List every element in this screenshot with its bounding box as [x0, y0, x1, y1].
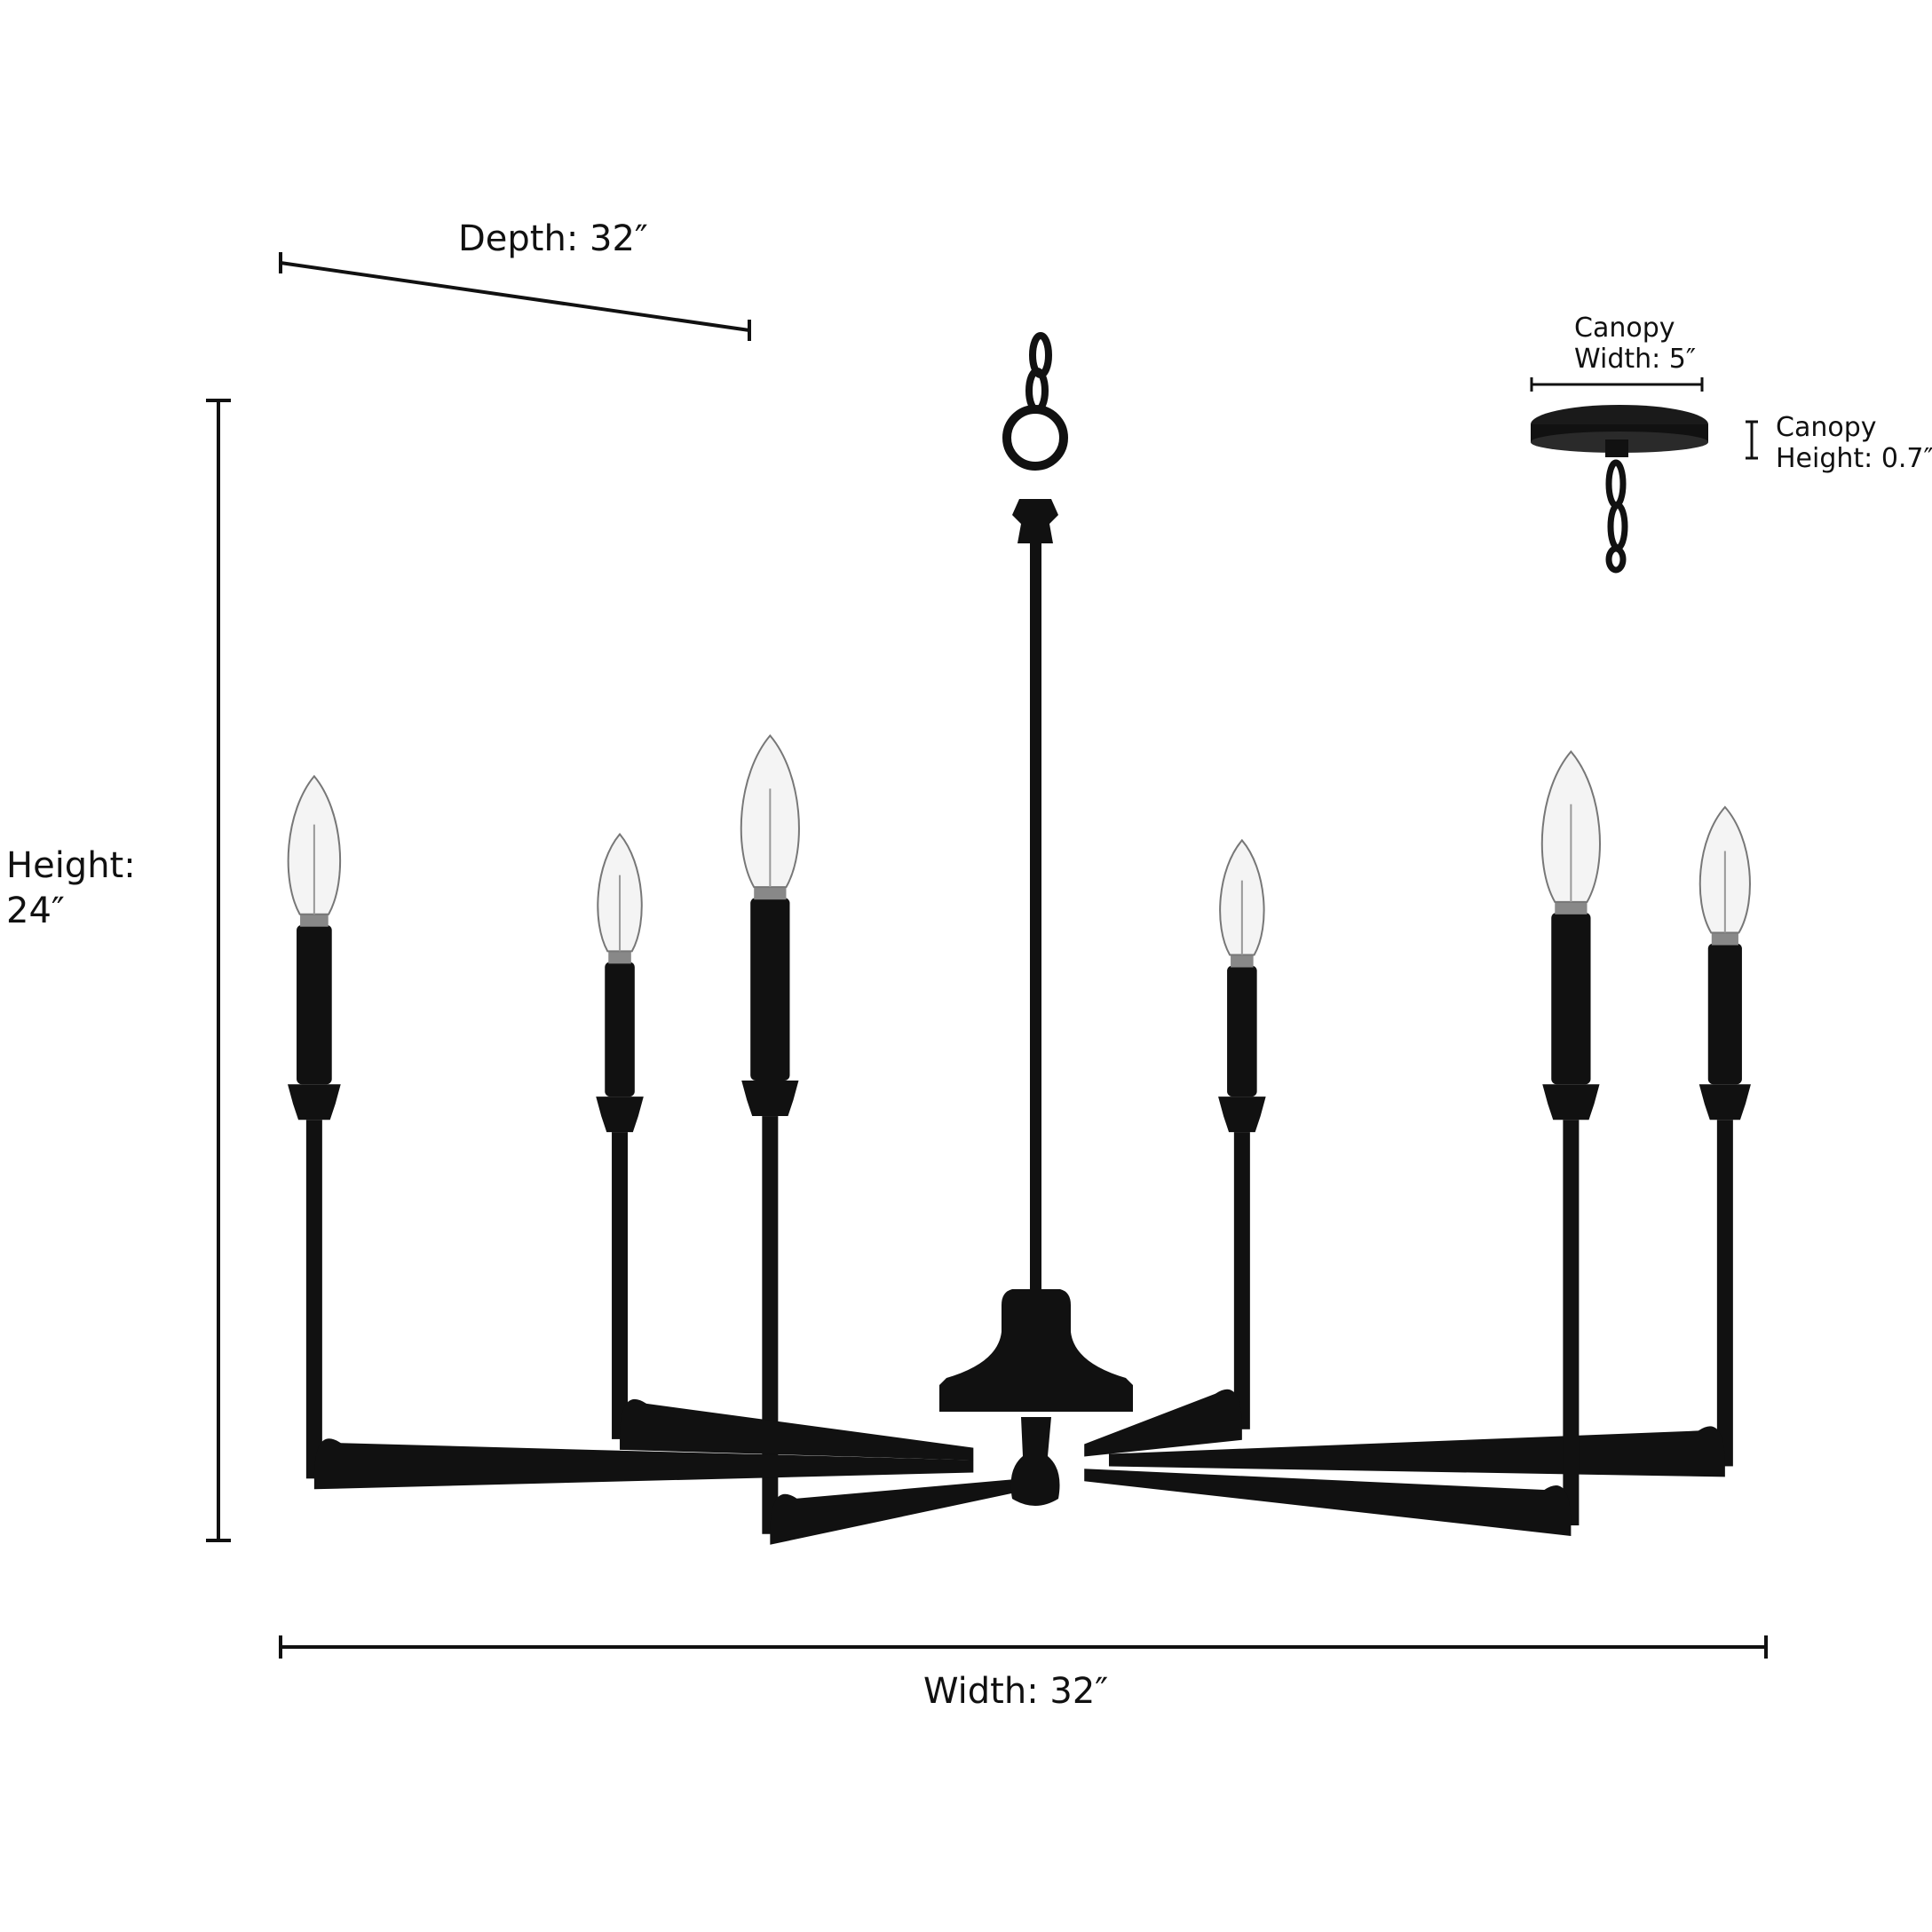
candle-sleeve — [1551, 912, 1591, 1085]
canopy-height-label-line1: Canopy — [1776, 412, 1877, 443]
center-body — [939, 1289, 1133, 1412]
bulb-base — [1555, 899, 1588, 915]
arm-4 — [1084, 1389, 1242, 1457]
depth-label: Depth: 32″ — [458, 218, 648, 259]
candle-sleeve — [1707, 943, 1742, 1085]
rod-cap — [1012, 499, 1058, 543]
depth-dimension-line — [279, 252, 751, 341]
candle-cup — [1698, 1084, 1751, 1120]
candle-sleeve — [750, 898, 790, 1081]
canopy-height-label-line2: Height: 0.7″ — [1776, 443, 1932, 474]
canopy-width-label-line1: Canopy — [1574, 313, 1675, 344]
bulb-base — [608, 949, 631, 964]
arm-post-5 — [1563, 1120, 1580, 1526]
canopy-chain — [1605, 459, 1628, 574]
candle-5 — [1540, 749, 1601, 1120]
canopy-detail — [1531, 405, 1708, 574]
arm-5 — [1084, 1469, 1572, 1537]
height-dimension-line — [206, 399, 231, 1542]
candle-sleeve — [605, 962, 635, 1097]
height-value: 24″ — [6, 891, 65, 931]
candle-cup — [1542, 1084, 1600, 1120]
hanging-ring — [1002, 405, 1068, 471]
candle-sleeve — [297, 924, 332, 1085]
arm-1 — [313, 1438, 974, 1490]
arm-post-6 — [1716, 1120, 1733, 1467]
canopy-width-dimension-line — [1530, 377, 1704, 392]
bulb-base — [300, 912, 329, 927]
canopy-width-label-line2: Width: 5″ — [1574, 344, 1697, 375]
arm-3 — [770, 1478, 1023, 1545]
chain — [1025, 332, 1052, 414]
arm-post-2 — [612, 1132, 629, 1439]
candle-3 — [740, 733, 800, 1117]
center-rod — [1030, 543, 1041, 1294]
candle-cup — [288, 1084, 341, 1120]
arm-2 — [620, 1398, 974, 1461]
height-label: Height: — [6, 845, 136, 886]
candle-cup — [1218, 1097, 1266, 1133]
bulb-base — [1231, 953, 1254, 968]
candle-4 — [1218, 838, 1266, 1133]
candle-cup — [741, 1081, 799, 1117]
finial — [1010, 1417, 1060, 1506]
chandelier — [287, 332, 1751, 1545]
arm-post-4 — [1233, 1132, 1250, 1429]
bulb-base — [1711, 930, 1738, 946]
width-dimension-line — [279, 1635, 1768, 1659]
canopy-height-dimension-line — [1746, 420, 1758, 460]
candle-cup — [596, 1097, 644, 1133]
bulb-base — [754, 885, 787, 900]
candle-1 — [287, 774, 342, 1120]
arm-post-1 — [305, 1120, 322, 1479]
candle-6 — [1698, 805, 1751, 1120]
width-label: Width: 32″ — [923, 1671, 1109, 1712]
candle-2 — [596, 832, 644, 1133]
candle-sleeve — [1227, 965, 1257, 1097]
